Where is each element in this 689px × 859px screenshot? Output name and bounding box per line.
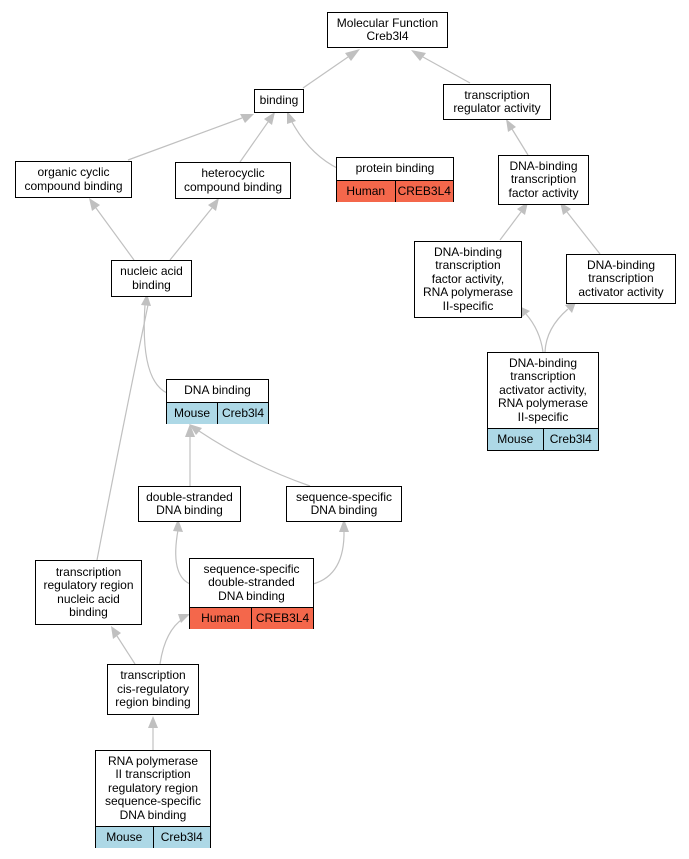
node-label: RNA polymerase II transcription regulato… [104, 753, 202, 822]
edge-ssds-to-dsdb [175, 529, 191, 585]
node-transcription-cis-regulatory-region-binding[interactable]: transcription cis-regulatory region bind… [107, 664, 199, 715]
edge-hcb-to-binding [239, 121, 269, 163]
species-badge-mouse: Mouse [167, 403, 217, 424]
node-label: DNA-binding transcription factor activit… [422, 244, 514, 313]
node-dna-binding-tf-activity-rnapii[interactable]: DNA-binding transcription factor activit… [414, 241, 522, 318]
arrowhead [173, 519, 183, 532]
edge-rnapiitf-to-dbtfa [499, 211, 522, 241]
node-transcription-regulatory-region-nab[interactable]: transcription regulatory region nucleic … [35, 560, 142, 625]
arrowhead [411, 50, 426, 61]
node-heterocyclic-compound-binding[interactable]: heterocyclic compound binding [175, 162, 291, 199]
node-label: Molecular Function Creb3l4 [336, 15, 439, 43]
node-double-stranded-dna-binding[interactable]: double-stranded DNA binding [138, 486, 241, 522]
node-label: protein binding [355, 161, 435, 176]
edge-tcrrb-to-trrnab [116, 635, 136, 665]
arrowhead [178, 614, 190, 623]
node-label: double-stranded DNA binding [146, 489, 233, 517]
node-molecular-function[interactable]: Molecular Function Creb3l4 [327, 12, 448, 48]
node-label: nucleic acid binding [120, 264, 183, 292]
species-badge-mouse: Mouse [488, 429, 543, 450]
node-protein-binding[interactable]: protein binding Human CREB3L4 [336, 157, 454, 202]
arrowhead [560, 202, 571, 215]
edge-dbtfa-to-tra [511, 128, 529, 156]
edge-ssdb-to-dnab [198, 430, 311, 487]
node-label: DNA-binding transcription factor activit… [508, 158, 579, 200]
edge-tra-to-mf [422, 56, 471, 84]
node-dna-binding-tf-activity[interactable]: DNA-binding transcription factor activit… [498, 155, 589, 205]
gene-badge: CREB3L4 [394, 181, 453, 202]
node-seq-specific-ds-dna-binding[interactable]: sequence-specific double-stranded DNA bi… [189, 558, 314, 629]
edge-dbtarnapii-to-dbta [544, 308, 569, 353]
node-dna-binding-ta-activity[interactable]: DNA-binding transcription activator acti… [566, 254, 676, 304]
annotation-row: Mouse Creb3l4 [488, 428, 598, 450]
edge-trrnab-to-nab [96, 304, 149, 561]
arrowhead [565, 302, 576, 313]
gene-badge: Creb3l4 [217, 403, 268, 424]
edge-dbta-to-dbtfa [566, 211, 601, 255]
node-rnapii-trr-seq-specific-dna-binding[interactable]: RNA polymerase II transcription regulato… [95, 750, 211, 848]
node-dna-binding[interactable]: DNA binding Mouse Creb3l4 [166, 379, 269, 424]
edge-pb-to-binding [291, 121, 340, 170]
arrowhead [264, 112, 275, 125]
edge-ocb-to-binding [127, 117, 243, 161]
node-organic-cyclic-compound-binding[interactable]: organic cyclic compound binding [15, 161, 132, 198]
node-label: sequence-specific double-stranded DNA bi… [203, 561, 300, 603]
node-label: DNA-binding transcription activator acti… [578, 257, 664, 299]
arrowhead [208, 198, 219, 211]
arrowhead [517, 202, 528, 215]
species-badge-human: Human [190, 608, 251, 629]
gene-badge: CREB3L4 [251, 608, 313, 629]
arrowhead [148, 716, 158, 728]
node-label: transcription regulatory region nucleic … [43, 564, 134, 619]
arrowhead [141, 294, 151, 306]
node-label: heterocyclic compound binding [183, 166, 283, 194]
node-transcription-regulator-activity[interactable]: transcription regulator activity [443, 84, 551, 120]
arrowhead [89, 198, 100, 211]
node-label: binding [259, 93, 299, 108]
gene-badge: Creb3l4 [542, 429, 598, 450]
arrowhead [189, 424, 202, 435]
node-label: DNA-binding transcription activator acti… [497, 355, 589, 424]
edge-dnab-to-nab [143, 304, 168, 394]
node-label: sequence-specific DNA binding [295, 489, 393, 517]
arrowhead [506, 119, 516, 132]
arrowhead [185, 424, 195, 437]
edge-ssds-to-ssdb [312, 529, 345, 585]
node-label: DNA binding [184, 383, 251, 398]
species-badge-human: Human [337, 181, 395, 202]
edge-tcrrb-to-ssds [159, 617, 185, 665]
edge-dbtarnapii-to-rnapiitf [525, 313, 544, 353]
gene-badge: Creb3l4 [152, 827, 210, 848]
arrowhead [287, 111, 296, 124]
species-badge-mouse: Mouse [96, 827, 153, 848]
node-binding[interactable]: binding [254, 89, 304, 113]
annotation-row: Human CREB3L4 [337, 180, 453, 202]
arrowhead [345, 49, 360, 61]
arrowhead [339, 519, 349, 532]
annotation-row: Mouse Creb3l4 [96, 826, 210, 848]
arrowhead [240, 114, 254, 123]
arrowhead [111, 626, 121, 639]
annotation-row: Mouse Creb3l4 [167, 402, 268, 424]
node-label: organic cyclic compound binding [24, 165, 123, 193]
annotation-row: Human CREB3L4 [190, 607, 313, 629]
edge-nab-to-ocb [95, 207, 135, 261]
edge-nab-to-hcb [169, 207, 213, 261]
node-sequence-specific-dna-binding[interactable]: sequence-specific DNA binding [286, 486, 402, 522]
node-dna-binding-ta-activity-rnapii[interactable]: DNA-binding transcription activator acti… [487, 352, 599, 451]
edge-binding-to-mf [302, 56, 349, 89]
node-label: transcription cis-regulatory region bind… [115, 668, 191, 710]
node-label: transcription regulator activity [453, 87, 541, 115]
node-nucleic-acid-binding[interactable]: nucleic acid binding [111, 260, 192, 297]
